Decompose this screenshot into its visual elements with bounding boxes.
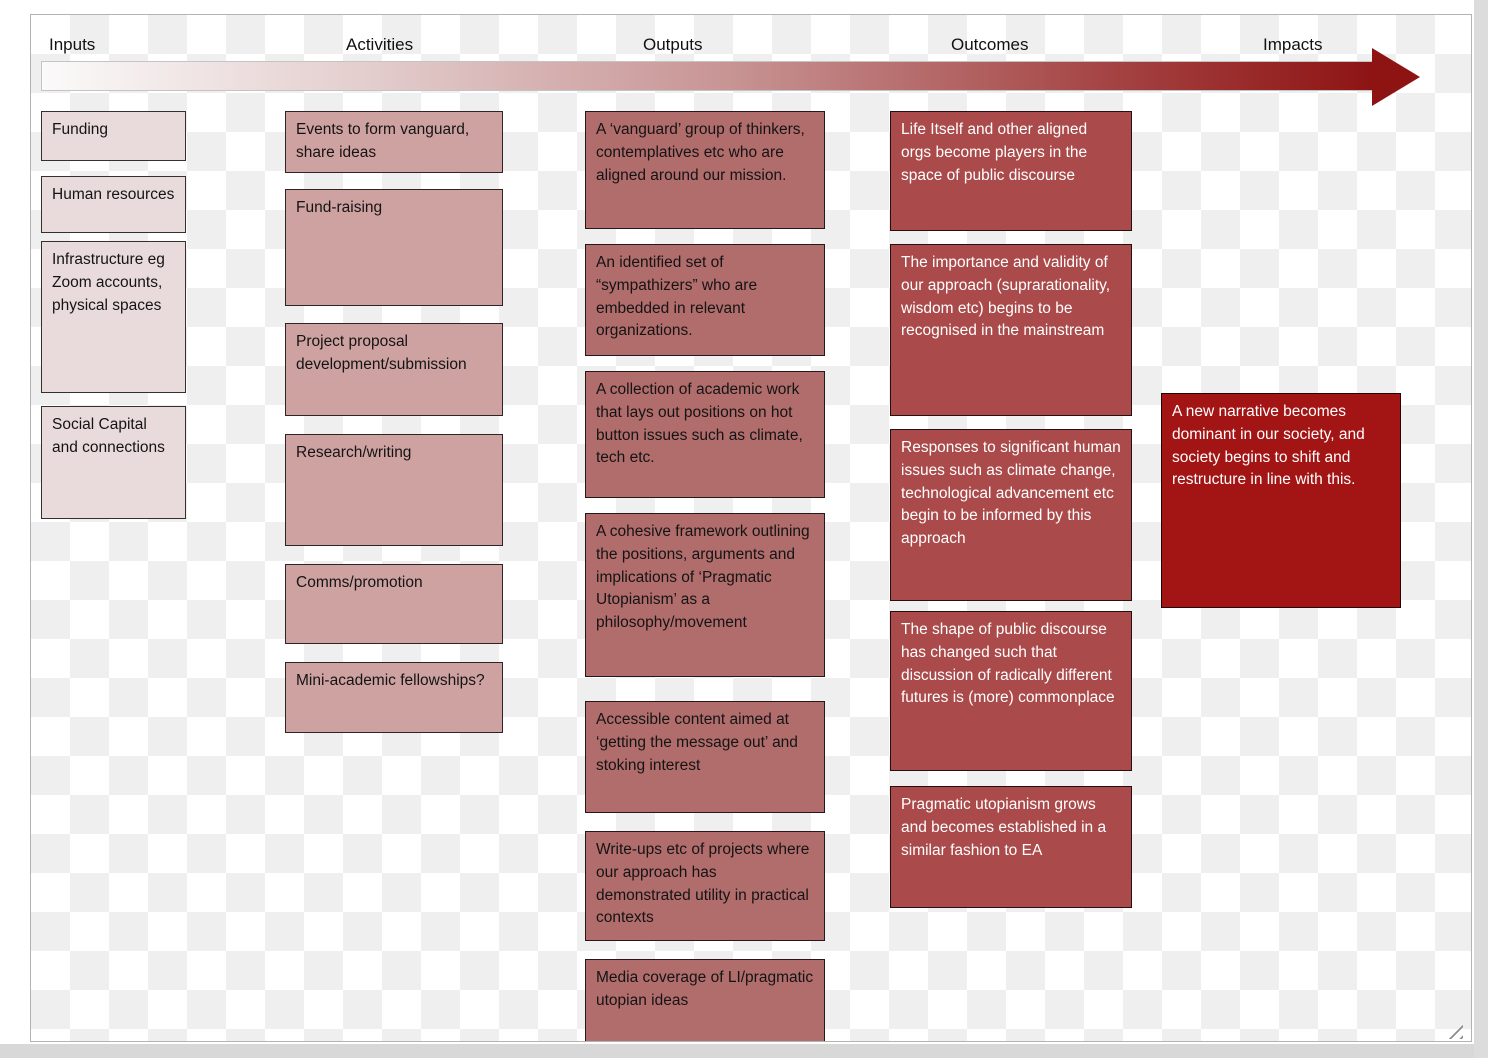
inputs-box-infrastructure[interactable]: Infrastructure eg Zoom accounts, physica… [41,241,186,393]
outcomes-box-responses-issues[interactable]: Responses to significant human issues su… [890,429,1132,601]
resize-handle-icon[interactable] [1443,1019,1463,1039]
stage-label-inputs: Inputs [49,35,96,54]
outputs-box-write-ups[interactable]: Write-ups etc of projects where our appr… [585,831,825,941]
activities-box-fund-raising[interactable]: Fund-raising [285,189,503,306]
stage-label-outcomes: Outcomes [951,35,1029,54]
outcomes-box-importance-validity[interactable]: The importance and validity of our appro… [890,244,1132,416]
activities-box-events[interactable]: Events to form vanguard, share ideas [285,111,503,173]
activities-box-research-writing[interactable]: Research/writing [285,434,503,546]
outcomes-box-public-discourse[interactable]: The shape of public discourse has change… [890,611,1132,771]
outputs-box-media-coverage[interactable]: Media coverage of LI/pragmatic utopian i… [585,959,825,1041]
inputs-box-human-resources[interactable]: Human resources [41,176,186,233]
activities-box-comms-promotion[interactable]: Comms/promotion [285,564,503,644]
window-edge-right [1474,0,1488,1058]
diagram-canvas: Inputs Activities Outputs Outcomes Impac… [30,14,1472,1042]
flow-arrow-body[interactable] [41,61,1373,91]
inputs-box-funding[interactable]: Funding [41,111,186,161]
activities-box-mini-fellowships[interactable]: Mini-academic fellowships? [285,662,503,733]
outputs-box-vanguard-group[interactable]: A ‘vanguard’ group of thinkers, contempl… [585,111,825,229]
impacts-box-new-narrative[interactable]: A new narrative becomes dominant in our … [1161,393,1401,608]
outputs-box-accessible-content[interactable]: Accessible content aimed at ‘getting the… [585,701,825,813]
inputs-box-social-capital[interactable]: Social Capital and connections [41,406,186,519]
outputs-box-sympathizers[interactable]: An identified set of “sympathizers” who … [585,244,825,356]
outcomes-box-life-itself[interactable]: Life Itself and other aligned orgs becom… [890,111,1132,231]
window-edge-bottom [0,1044,1488,1058]
stage-label-impacts: Impacts [1263,35,1323,54]
stage-label-activities: Activities [346,35,414,54]
stage-label-outputs: Outputs [643,35,703,54]
outcomes-box-pragmatic-utopianism[interactable]: Pragmatic utopianism grows and becomes e… [890,786,1132,908]
outputs-box-cohesive-framework[interactable]: A cohesive framework outlining the posit… [585,513,825,677]
outputs-box-academic-work[interactable]: A collection of academic work that lays … [585,371,825,498]
activities-box-project-proposal[interactable]: Project proposal development/submission [285,323,503,416]
flow-arrow-head-icon [1372,48,1420,106]
